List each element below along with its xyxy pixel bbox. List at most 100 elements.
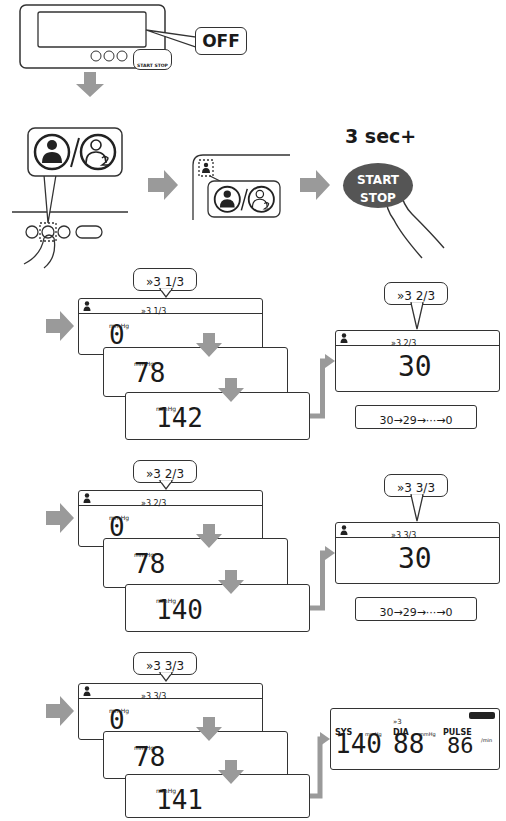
text-holder: 78 (134, 744, 165, 770)
arrow-head (320, 732, 330, 746)
down-arrow-shape (196, 524, 222, 548)
text-label: START STOP (137, 63, 168, 68)
divider-line (79, 505, 262, 506)
pointer-join (161, 480, 171, 482)
text-holder: 0 (109, 707, 125, 733)
text-label: »3 3/3 (146, 659, 184, 673)
panel-detail (193, 155, 290, 220)
callout-bubble: »3 2/3 (133, 460, 197, 483)
display-screen: »3 2/3 30 (335, 330, 500, 392)
user-head (85, 301, 89, 305)
text-holder: »3 2/3 (136, 465, 194, 481)
digit-readout: 0 (109, 320, 125, 350)
text-label: »3 1/3 (146, 275, 184, 289)
text-label: /min (481, 737, 492, 743)
pointer-join (161, 288, 171, 290)
divider-line (336, 345, 499, 346)
display-screen: mmHg78 (103, 347, 288, 397)
user-icon (83, 493, 91, 503)
user-head (342, 333, 346, 337)
label-holder: 3 sec+ (345, 127, 416, 146)
down-arrow-shape (218, 760, 244, 784)
text-holder: »3 2/3 (391, 333, 416, 349)
flow-arrow (310, 546, 335, 608)
text-holder: »3 2/3 (141, 493, 166, 509)
flow-line (310, 361, 326, 416)
device-screen (38, 12, 146, 47)
callout-pointer-shape (411, 303, 423, 329)
text-holder: »3 3/3 (391, 525, 416, 541)
text-label: 30→29→···→0 (379, 414, 452, 427)
callout-pointer-shape (411, 495, 423, 521)
digit-readout: 142 (156, 403, 203, 433)
text-label: »3 3/3 (391, 531, 416, 540)
text-holder: 0 (109, 514, 125, 540)
mode-tab (469, 712, 495, 719)
digit-readout: 78 (134, 742, 165, 772)
text-holder: 30→29→···→0 (358, 411, 474, 427)
text-holder: 141 (156, 787, 203, 813)
text-holder: »3 2/3 (387, 287, 445, 303)
pointer-join (412, 302, 422, 304)
divider-line (336, 537, 499, 538)
flow-line (310, 553, 326, 608)
callout-bubble: »3 3/3 (384, 474, 448, 497)
text-holder: OFF (198, 33, 244, 50)
text-holder: »3 1/3 (136, 273, 194, 289)
digit-readout: 78 (134, 358, 165, 388)
countdown-box: 30→29→···→0 (355, 405, 477, 429)
text-holder: »3 1/3 (141, 301, 166, 317)
user-head (85, 493, 89, 497)
digit-readout: 30 (398, 350, 432, 383)
text-label: »3 1/3 (141, 307, 166, 316)
digit-readout: 30 (398, 542, 432, 575)
hand-panel (12, 128, 128, 268)
text-holder: 78 (134, 551, 165, 577)
callout-pointer-shape (160, 289, 172, 297)
display-screen: »3 3/3 30 (335, 522, 500, 584)
user-icon (340, 333, 348, 343)
text-label: 30→29→···→0 (379, 606, 452, 619)
pointer-join (161, 672, 171, 674)
down-arrow (196, 524, 222, 548)
digit-readout: 140 (335, 729, 382, 759)
display-screen: mmHg140 (125, 584, 310, 632)
text-holder: 78 (134, 360, 165, 386)
callout-pointer (159, 481, 173, 491)
user-head (85, 686, 89, 690)
user-body (341, 339, 348, 344)
divider-line (79, 698, 262, 699)
text-holder: 88 (393, 731, 424, 757)
text-holder: 30 (398, 545, 432, 573)
callout-pointer-shape (160, 481, 172, 489)
arrow-head (325, 546, 335, 560)
text-holder: START STOP (136, 54, 169, 70)
callout-pointer (146, 30, 196, 47)
text-label: »3 2/3 (391, 339, 416, 348)
user-head (342, 525, 346, 529)
callout-pointer (159, 289, 173, 299)
down-arrow (196, 333, 222, 357)
text-holder: »3 (393, 711, 402, 727)
user-icon (83, 686, 91, 696)
text-label: OFF (202, 31, 240, 51)
text-label: »3 3/3 (397, 481, 435, 495)
display-screen: »3SYSmmHg140DIAmmHg88PULSE/min86 (330, 708, 500, 770)
user-icon (83, 301, 91, 311)
down-arrow-shape (218, 570, 244, 594)
callout-pointer-shape (160, 673, 172, 681)
status-callout: OFF (195, 27, 247, 55)
digit-readout: 86 (447, 733, 474, 758)
callout-bubble: »3 3/3 (133, 652, 197, 675)
text-holder: 140 (335, 731, 382, 757)
step-label: 3 sec+ (345, 125, 416, 147)
text-holder: »3 3/3 (136, 657, 194, 673)
text-label: START STOP (357, 173, 399, 205)
display-screen: mmHg141 (125, 774, 310, 818)
callout-bubble: »3 2/3 (384, 282, 448, 305)
down-arrow (196, 717, 222, 741)
countdown-box: 30→29→···→0 (355, 597, 477, 621)
digit-readout: 141 (156, 785, 203, 815)
pointer-join (412, 494, 422, 496)
